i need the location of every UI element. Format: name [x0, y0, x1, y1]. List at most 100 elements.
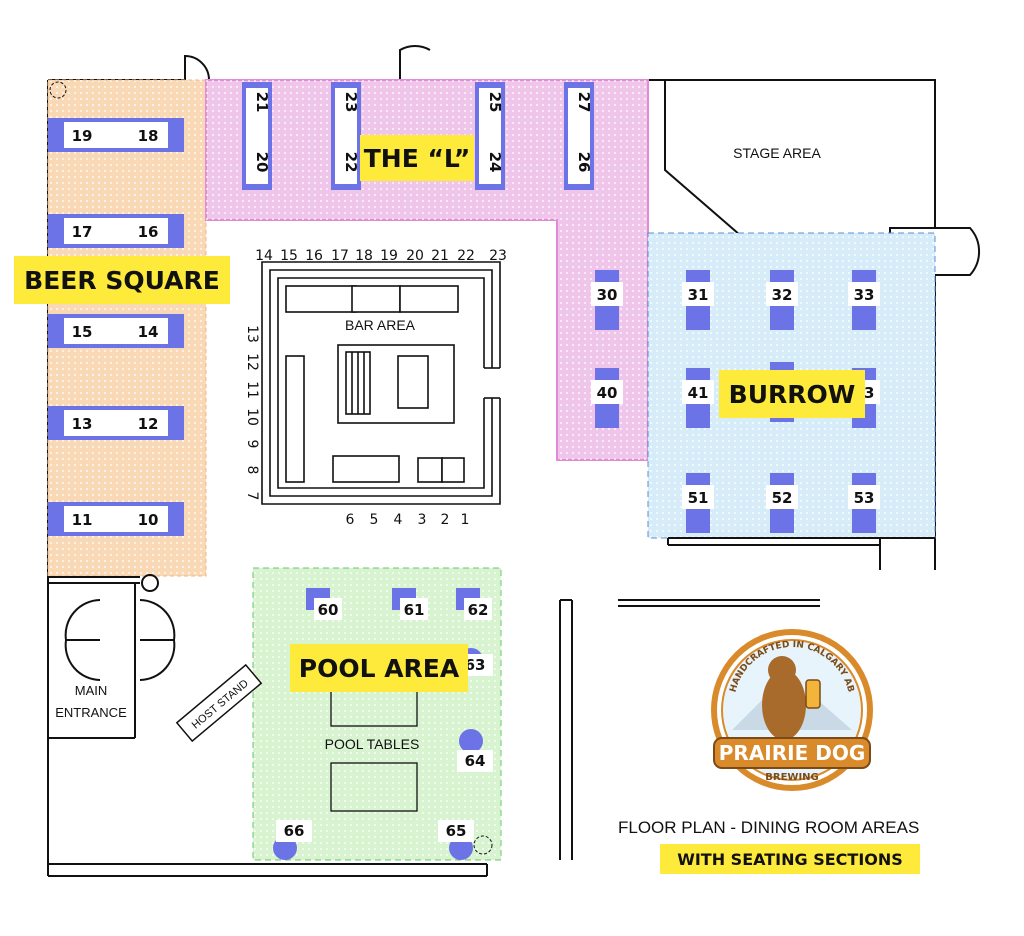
- table-pool: 64: [457, 729, 493, 772]
- bar-seat-number: 13: [244, 325, 260, 343]
- bar-seat-number: 14: [255, 248, 273, 264]
- table-number: 20: [253, 152, 271, 173]
- bar-seat-number: 2: [441, 512, 450, 528]
- bar-seat-number: 15: [280, 248, 298, 264]
- table-number: 16: [138, 223, 159, 241]
- table-number: 18: [138, 127, 159, 145]
- table-burrow: 31: [682, 270, 714, 330]
- bar-seat-number: 8: [244, 466, 260, 475]
- table-number: 32: [772, 286, 793, 304]
- main-entrance: [48, 574, 820, 860]
- table-number: 25: [486, 92, 504, 113]
- table-burrow: 41: [682, 368, 714, 428]
- bar-seat-number: 4: [394, 512, 403, 528]
- table-pool: 62: [456, 588, 492, 620]
- pool-table-2: [330, 762, 418, 812]
- table-number: 12: [138, 415, 159, 433]
- bar-seat-number: 6: [346, 512, 355, 528]
- table-number: 30: [597, 286, 618, 304]
- table-pool: 60: [306, 588, 342, 620]
- bar-structure: [261, 261, 501, 505]
- bar-seat-number: 9: [244, 440, 260, 449]
- table-burrow: 53: [848, 473, 880, 533]
- table-number: 14: [138, 323, 159, 341]
- bar-seat-number: 12: [244, 353, 260, 371]
- table-the-l: 23 22: [331, 82, 361, 190]
- caption-line1: FLOOR PLAN - DINING ROOM AREAS: [618, 818, 920, 837]
- bar-seat-number: 19: [380, 248, 398, 264]
- bar-seat-number: 16: [305, 248, 323, 264]
- bar-seat-number: 20: [406, 248, 424, 264]
- table-burrow: 51: [682, 473, 714, 533]
- table-pool: 66: [273, 820, 312, 860]
- table-number: 33: [854, 286, 875, 304]
- table-number: 27: [575, 92, 593, 113]
- bar-seat-number: 7: [244, 492, 260, 501]
- the-l-label: THE “L”: [360, 135, 474, 181]
- table-pool: 61: [392, 588, 428, 620]
- table-the-l-side: 30: [591, 270, 623, 330]
- caption-line2: WITH SEATING SECTIONS: [660, 844, 920, 874]
- table-number: 22: [342, 152, 360, 173]
- table-the-l: 27 26: [564, 82, 594, 190]
- bar-seat-number: 17: [331, 248, 349, 264]
- table-number: 62: [468, 601, 489, 619]
- bar-seat-number: 5: [370, 512, 379, 528]
- bar-seat-number: 22: [457, 248, 475, 264]
- table-the-l: 21 20: [242, 82, 272, 190]
- logo-sub: BREWING: [765, 772, 818, 783]
- pool-tables-label: POOL TABLES: [325, 736, 420, 752]
- table-burrow: 52: [766, 473, 798, 533]
- bar-seat-number: 10: [244, 408, 260, 426]
- table-number: 65: [446, 822, 467, 840]
- table-number: 63: [465, 656, 486, 674]
- table-number: 17: [72, 223, 93, 241]
- table-the-l-side: 40: [591, 368, 623, 428]
- prairie-dog-logo: HANDCRAFTED IN CALGARY AB PRAIRIE DOG BR…: [711, 629, 873, 791]
- table-number: 61: [404, 601, 425, 619]
- table-number: 26: [575, 152, 593, 173]
- table-number: 52: [772, 489, 793, 507]
- table-number: 66: [284, 822, 305, 840]
- table-number: 11: [72, 511, 93, 529]
- main-entrance-line1: MAIN: [75, 683, 108, 698]
- pool-area-label: POOL AREA: [290, 644, 468, 692]
- bar-seat-number: 11: [244, 381, 260, 399]
- bar-seat-number: 23: [489, 248, 507, 264]
- table-number: 64: [465, 752, 486, 770]
- stage-area: [664, 79, 936, 236]
- table-beer-square: 13 12: [48, 406, 184, 440]
- bar-seat-number: 21: [431, 248, 449, 264]
- beer-square-label: BEER SQUARE: [14, 256, 230, 304]
- host-stand: HOST STAND: [175, 663, 263, 743]
- table-number: 10: [138, 511, 159, 529]
- table-number: 13: [72, 415, 93, 433]
- bar-seat-number: 1: [461, 512, 470, 528]
- table-number: 31: [688, 286, 709, 304]
- table-burrow: 33: [848, 270, 880, 330]
- table-number: 23: [342, 92, 360, 113]
- table-number: 15: [72, 323, 93, 341]
- table-number: 41: [688, 384, 709, 402]
- table-number: 40: [597, 384, 618, 402]
- logo-brand: PRAIRIE DOG: [719, 741, 865, 765]
- bar-seat-number: 3: [418, 512, 427, 528]
- bar-seat-number: 18: [355, 248, 373, 264]
- table-number: 19: [72, 127, 93, 145]
- table-number: 53: [854, 489, 875, 507]
- table-number: 60: [318, 601, 339, 619]
- main-entrance-line2: ENTRANCE: [55, 705, 127, 720]
- table-number: 24: [486, 152, 504, 173]
- table-the-l: 25 24: [475, 82, 505, 190]
- table-number: 51: [688, 489, 709, 507]
- stage-area-label: STAGE AREA: [733, 145, 821, 161]
- table-burrow: 32: [766, 270, 798, 330]
- table-number: 21: [253, 92, 271, 113]
- burrow-label: BURROW: [719, 370, 865, 418]
